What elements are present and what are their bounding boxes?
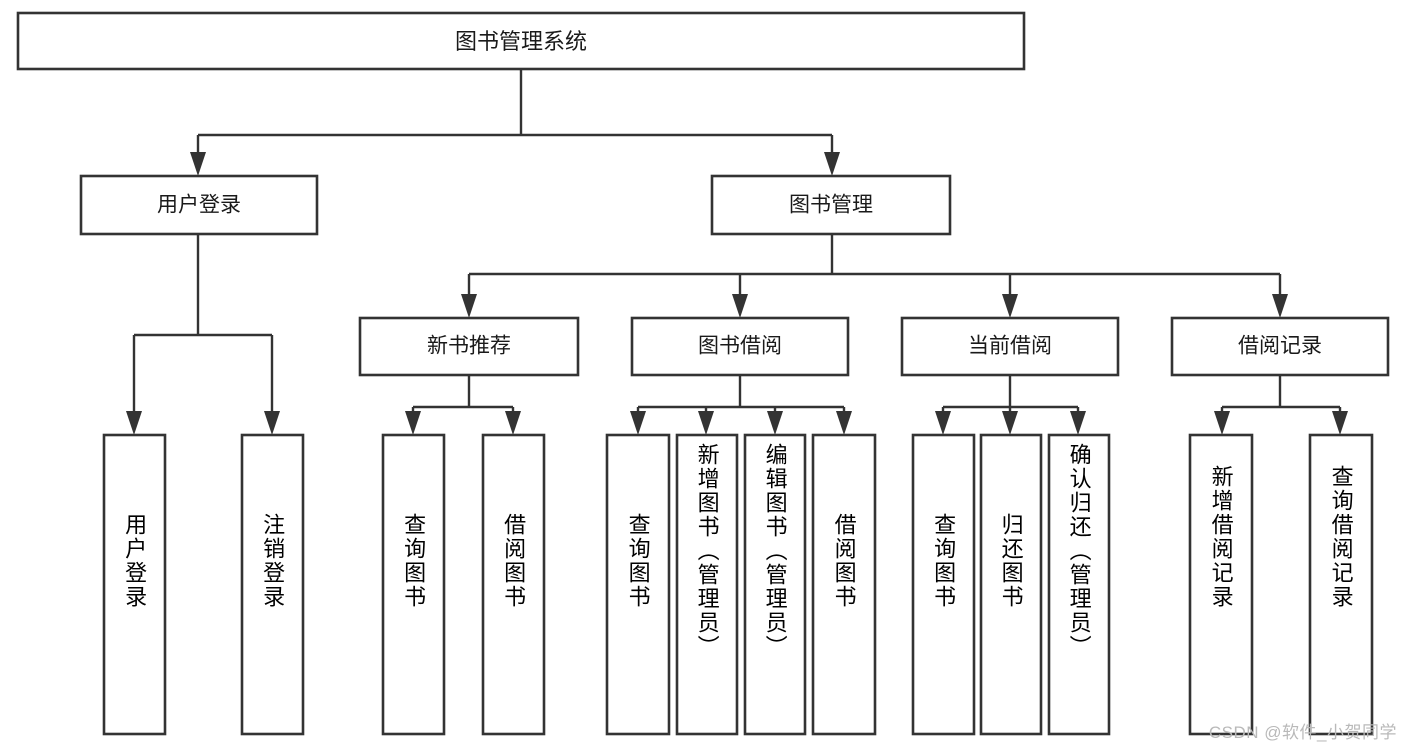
watermark-text: CSDN @软件_小贺同学 <box>1208 723 1397 742</box>
arrowhead-leaf-logout-login <box>264 411 280 435</box>
node-leaf-logout-login-box[interactable] <box>240 433 305 736</box>
arrowhead-leaf-return-book <box>1002 411 1018 435</box>
node-book-management-box[interactable] <box>710 174 952 236</box>
node-root-label: 图书管理系统 <box>455 29 587 54</box>
node-new-book-recommend-label: 新书推荐 <box>427 335 511 358</box>
arrowhead-leaf-add-borrow-record <box>1214 411 1230 435</box>
edge-bookborrow-bus <box>636 375 846 417</box>
arrowhead-leaf-query-borrow-record <box>1332 411 1348 435</box>
node-leaf-query-book-1-box[interactable] <box>381 433 446 736</box>
node-leaf-query-borrow-record-box[interactable] <box>1308 433 1374 736</box>
arrowhead-leaf-user-login <box>126 411 142 435</box>
arrowhead-new-book-recommend <box>461 294 477 318</box>
leaf-boxes-group <box>102 433 1374 736</box>
node-new-book-recommend-box[interactable] <box>358 316 580 377</box>
node-leaf-confirm-return-admin-box[interactable] <box>1047 433 1111 736</box>
edge-bookmgmt-bus <box>467 234 1282 294</box>
edge-newbook-bus <box>411 375 515 417</box>
node-current-borrow-box[interactable] <box>900 316 1120 377</box>
arrowhead-leaf-borrow-book-2 <box>836 411 852 435</box>
node-user-login[interactable]: 用户登录 <box>79 174 319 236</box>
node-leaf-edit-book-admin-box[interactable] <box>743 433 807 736</box>
node-user-login-label: 用户登录 <box>157 194 241 217</box>
node-current-borrow[interactable]: 当前借阅 <box>900 316 1120 377</box>
node-current-borrow-label: 当前借阅 <box>968 335 1052 358</box>
node-leaf-return-book-box[interactable] <box>979 433 1043 736</box>
arrowhead-leaf-add-book-admin <box>698 411 714 435</box>
arrowhead-leaf-edit-book-admin <box>767 411 783 435</box>
node-leaf-add-book-admin-box[interactable] <box>675 433 739 736</box>
arrowhead-book-borrow <box>732 294 748 318</box>
node-root[interactable]: 图书管理系统 <box>16 11 1026 71</box>
arrowhead-leaf-confirm-return-admin <box>1070 411 1086 435</box>
edge-currentborrow-bus <box>941 375 1080 417</box>
node-book-borrow-box[interactable] <box>630 316 850 377</box>
node-borrow-record[interactable]: 借阅记录 <box>1170 316 1390 377</box>
node-book-management-label: 图书管理 <box>789 194 873 217</box>
node-leaf-borrow-book-1-box[interactable] <box>481 433 546 736</box>
node-leaf-borrow-book-2-box[interactable] <box>811 433 877 736</box>
arrowhead-borrow-record <box>1272 294 1288 318</box>
arrowhead-leaf-query-book-3 <box>935 411 951 435</box>
arrowhead-current-borrow <box>1002 294 1018 318</box>
arrowhead-book-management <box>824 152 840 176</box>
arrowhead-leaf-query-book-2 <box>630 411 646 435</box>
node-leaf-query-book-3-box[interactable] <box>911 433 976 736</box>
arrowhead-leaf-query-book-1 <box>405 411 421 435</box>
node-root-box[interactable] <box>16 11 1026 71</box>
node-borrow-record-box[interactable] <box>1170 316 1390 377</box>
edge-borrowrecord-bus <box>1220 375 1342 417</box>
node-leaf-add-borrow-record-box[interactable] <box>1188 433 1254 736</box>
node-book-borrow[interactable]: 图书借阅 <box>630 316 850 377</box>
node-leaf-query-book-2-box[interactable] <box>605 433 671 736</box>
connector-group <box>126 69 1348 435</box>
edge-userlogin-bus <box>132 234 274 417</box>
node-book-borrow-label: 图书借阅 <box>698 335 782 358</box>
node-borrow-record-label: 借阅记录 <box>1238 335 1322 358</box>
node-leaf-user-login-box[interactable] <box>102 433 167 736</box>
arrowhead-user-login <box>190 152 206 176</box>
arrowhead-leaf-borrow-book-1 <box>505 411 521 435</box>
node-new-book-recommend[interactable]: 新书推荐 <box>358 316 580 377</box>
edge-root-bus <box>196 69 834 160</box>
node-user-login-box[interactable] <box>79 174 319 236</box>
node-book-management[interactable]: 图书管理 <box>710 174 952 236</box>
